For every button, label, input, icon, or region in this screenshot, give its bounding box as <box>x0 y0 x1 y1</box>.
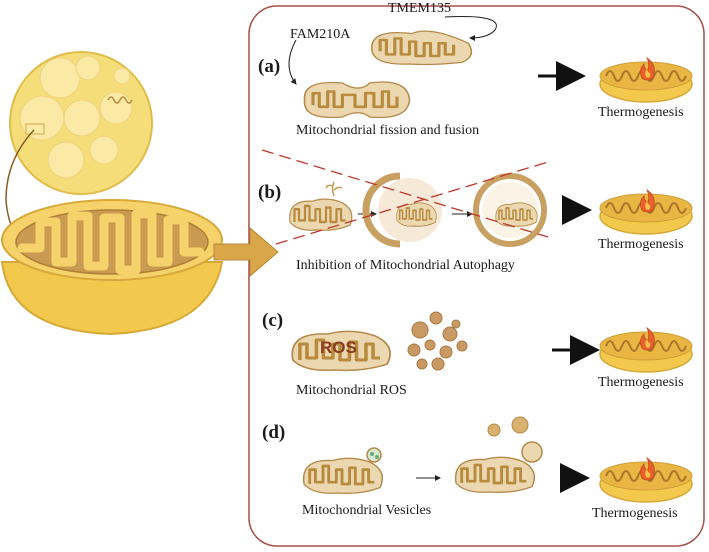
panel-c-caption: Mitochondrial ROS <box>296 383 407 398</box>
panel-c-tag: (c) <box>262 310 284 331</box>
vesicle-icon <box>366 447 382 463</box>
panel-b-graphics <box>261 149 693 248</box>
panel-b-caption: Inhibition of Mitochondrial Autophagy <box>296 258 515 273</box>
panel-d-result: Thermogenesis <box>592 506 678 521</box>
panel-b-tag: (b) <box>258 182 282 203</box>
panel-a-graphics <box>288 16 693 119</box>
panel-a-tag: (a) <box>258 56 281 77</box>
gene-fam210a-label: FAM210A <box>290 27 351 42</box>
big-arrow <box>213 226 279 278</box>
gene-tmem135-label: TMEM135 <box>388 1 451 16</box>
panel-a-caption: Mitochondrial fission and fusion <box>296 123 480 138</box>
adipocyte-cell-icon <box>9 51 153 195</box>
panel-c-result: Thermogenesis <box>598 375 684 390</box>
panel-d-tag: (d) <box>262 422 286 443</box>
mitochondrion-icon <box>0 199 224 336</box>
panel-c-graphics <box>290 311 693 373</box>
panel-d-graphics <box>302 416 693 503</box>
panel-a-result: Thermogenesis <box>598 105 684 120</box>
panel-frame <box>248 5 705 547</box>
panel-d-caption: Mitochondrial Vesicles <box>302 503 432 518</box>
panel-b-result: Thermogenesis <box>598 237 684 252</box>
ros-particles <box>407 311 468 371</box>
ros-label: ROS <box>320 338 357 357</box>
flame-icon <box>599 57 693 103</box>
